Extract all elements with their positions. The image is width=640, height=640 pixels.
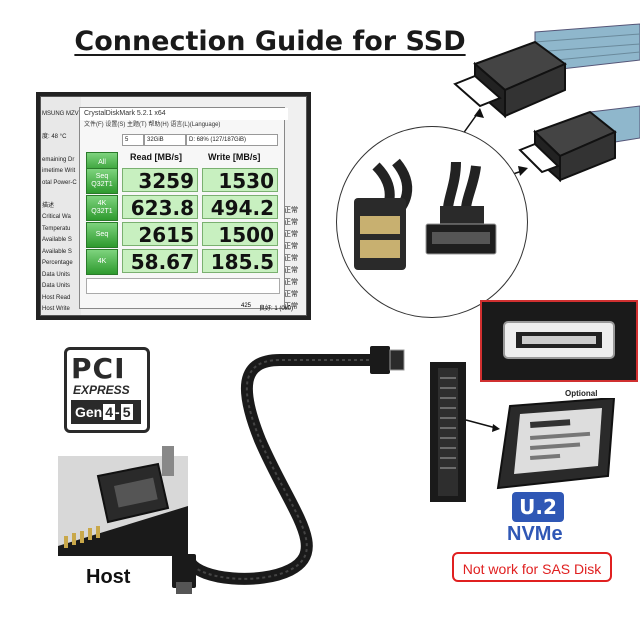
benchmark-screenshot: MSUNG MZV 度: 48 °C emaining Dr imetime W… — [40, 96, 307, 316]
smart-label: Data Units — [42, 271, 71, 278]
cable-connectors-icon — [354, 158, 497, 270]
pci-label: PCI — [71, 352, 126, 385]
nvme-label: NVMe — [507, 523, 563, 545]
cable-ends-illustration — [453, 23, 640, 183]
smart-label — [41, 143, 81, 155]
smart-label: Temperatu — [42, 225, 71, 232]
status-count: 425 — [241, 303, 252, 309]
u2-port-icon — [503, 321, 615, 359]
sas-warning: Not work for SAS Disk — [452, 552, 612, 582]
smart-label: imetime Writ — [42, 168, 76, 174]
gen-separator: - — [115, 404, 120, 420]
smart-label — [41, 97, 81, 109]
arrow-icon — [465, 419, 500, 432]
runs-select[interactable]: 5 — [122, 134, 144, 146]
smart-label: Data Units — [42, 283, 71, 289]
smart-label: Host Write — [42, 306, 70, 312]
optional-label: Optional — [565, 389, 598, 398]
smart-status: 正常 — [284, 207, 298, 214]
page-title: Connection Guide for SSD — [74, 26, 466, 57]
gen-five: 5 — [120, 404, 133, 420]
smart-label: 描述 — [42, 202, 55, 209]
host-label: Host — [86, 566, 131, 588]
slimsas-cable-icon — [172, 346, 405, 594]
read-header: Read [MB/s] — [130, 152, 183, 162]
write-value: 1530 — [202, 168, 278, 193]
read-value: 623.8 — [122, 195, 198, 220]
write-value: 185.5 — [202, 249, 278, 274]
smart-label: Available S — [42, 237, 72, 243]
smart-label: Critical Wa — [42, 214, 71, 220]
gen-four: 4 — [103, 404, 116, 420]
write-value: 494.2 — [202, 195, 278, 220]
smart-status: 正常 — [284, 255, 298, 262]
smart-status: 正常 — [284, 303, 298, 310]
smart-label: MSUNG MZV — [42, 110, 79, 117]
smart-status: 正常 — [284, 219, 298, 226]
connector-bottom — [518, 110, 617, 183]
smart-label: emaining Dr — [42, 156, 75, 163]
menu-theme[interactable]: 主题(T) — [127, 122, 147, 128]
test-button-4k-q32t1[interactable]: 4K Q32T1 — [86, 195, 118, 221]
smart-status: 正常 — [284, 243, 298, 250]
drive-select[interactable]: D: 68% (127/187GiB) — [186, 134, 278, 146]
smart-status-column: 正常 正常 正常 正常 正常 正常 正常 正常 正常 — [284, 205, 306, 313]
smart-label — [41, 120, 81, 132]
smart-label — [41, 189, 81, 201]
gen-text: Gen — [75, 404, 103, 420]
smart-status: 正常 — [284, 267, 298, 274]
smart-label: Available S — [42, 248, 72, 255]
crystaldiskmark-window: CrystalDiskMark 5.2.1 x64 文件(F) 设置(S) 主题… — [79, 107, 288, 309]
menu-bar: 文件(F) 设置(S) 主题(T) 帮助(H) 语言(L)(Language) — [80, 120, 288, 130]
smart-status: 正常 — [284, 291, 298, 298]
window-title: CrystalDiskMark 5.2.1 x64 — [80, 108, 288, 120]
write-header: Write [MB/s] — [208, 152, 261, 162]
test-button-4k[interactable]: 4K — [86, 249, 118, 275]
u2-adapter-icon — [430, 362, 466, 502]
comment-box[interactable] — [86, 278, 280, 294]
smart-label: Percentage — [42, 260, 73, 266]
menu-language[interactable]: 语言(L)(Language) — [170, 122, 221, 128]
ssd-port-photo — [480, 300, 638, 382]
read-value: 2615 — [122, 222, 198, 247]
menu-help[interactable]: 帮助(H) — [148, 122, 169, 128]
status-bar: 425 良好: 1 (0x0) — [41, 303, 306, 313]
read-value: 58.67 — [122, 249, 198, 274]
read-value: 3259 — [122, 168, 198, 193]
smart-label: Host Read — [42, 294, 71, 301]
express-label: EXPRESS — [73, 383, 130, 397]
host-adapter-card-icon — [58, 446, 188, 556]
write-value: 1500 — [202, 222, 278, 247]
test-button-seq-q32t1[interactable]: Seq Q32T1 — [86, 168, 118, 194]
test-button-seq[interactable]: Seq — [86, 222, 118, 248]
menu-settings[interactable]: 设置(S) — [105, 122, 126, 128]
u2-badge: U.2 — [512, 492, 564, 522]
smart-label: 度: 48 °C — [42, 133, 67, 140]
connector-top — [453, 40, 567, 119]
ssd-drive-icon — [496, 398, 616, 490]
smart-status: 正常 — [284, 231, 298, 238]
smart-attributes-panel: MSUNG MZV 度: 48 °C emaining Dr imetime W… — [41, 97, 81, 315]
connector-closeup — [336, 126, 528, 318]
status-health: 良好: 1 (0x0) — [259, 306, 294, 312]
smart-status: 正常 — [284, 279, 298, 286]
smart-label: otal Power-C — [42, 179, 77, 186]
menu-file[interactable]: 文件(F) — [84, 122, 104, 128]
size-select[interactable]: 32GiB — [144, 134, 186, 146]
